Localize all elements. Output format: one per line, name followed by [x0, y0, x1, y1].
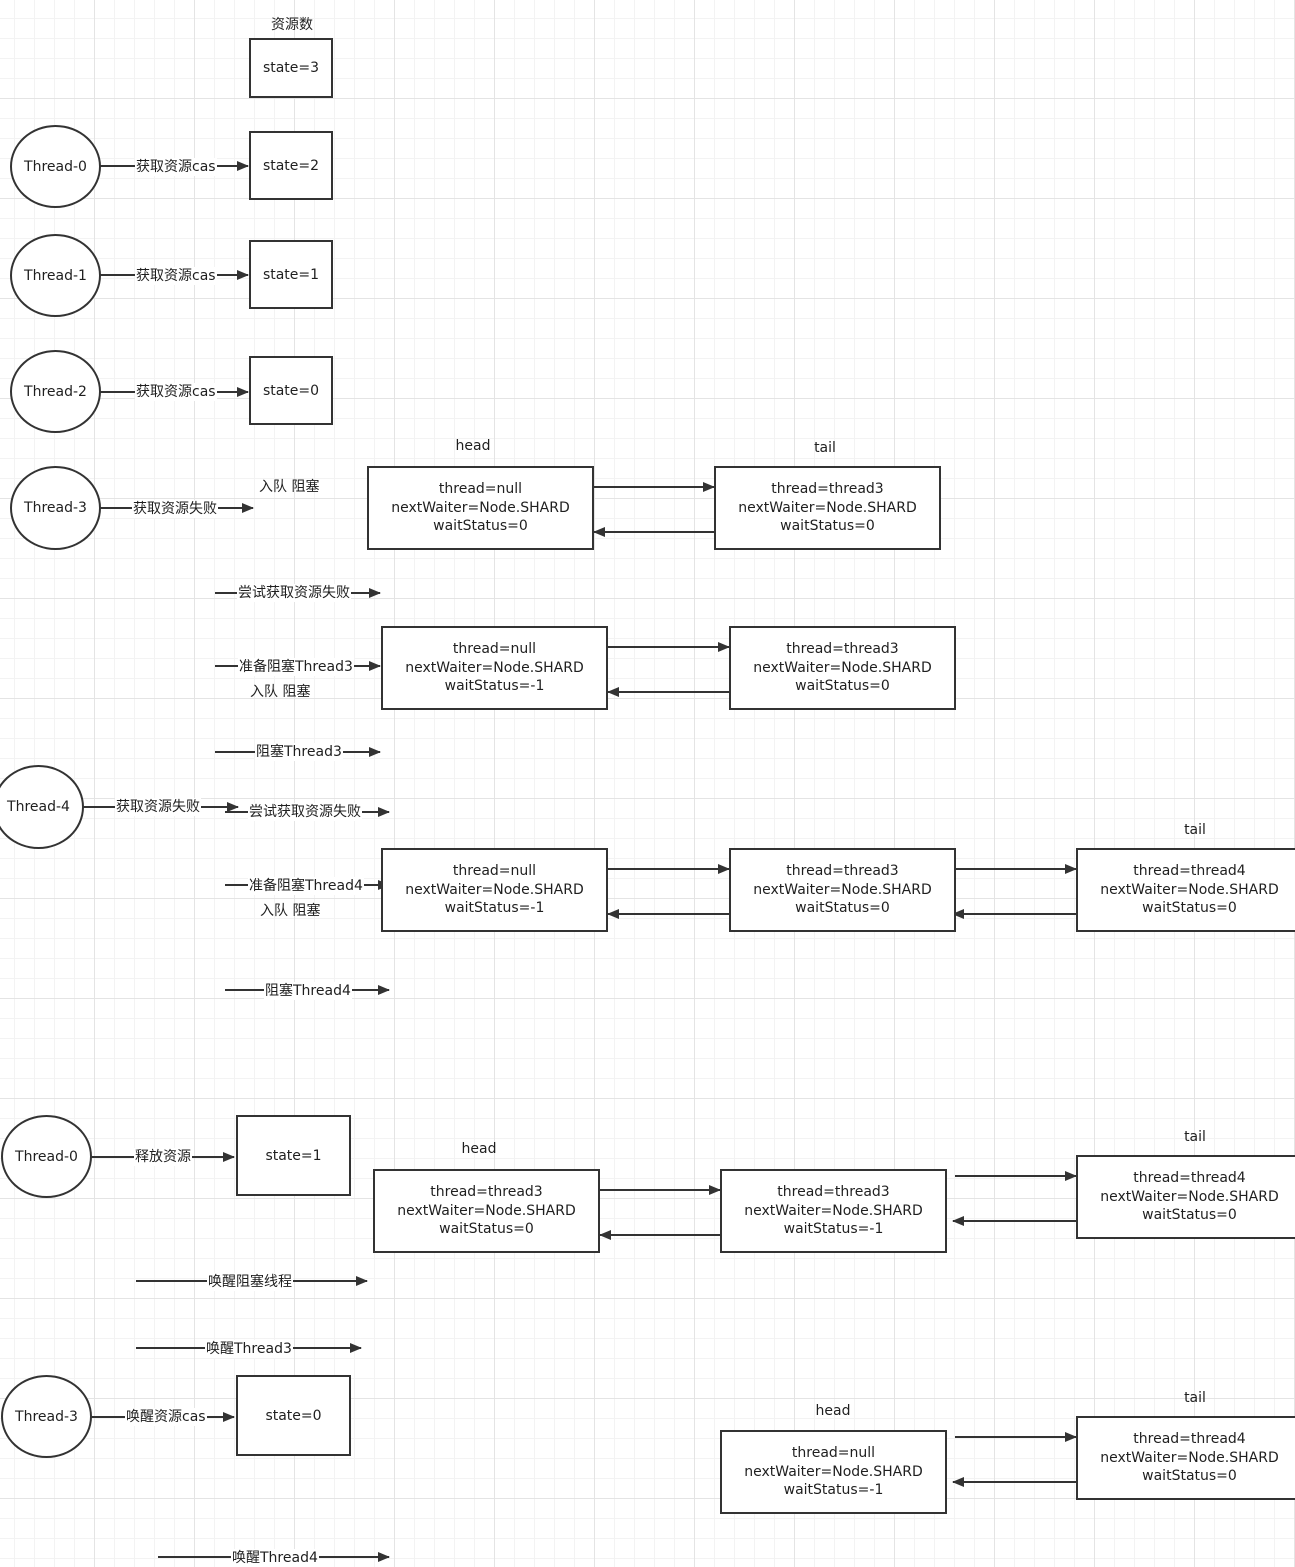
node-wait-status: waitStatus=0	[1142, 900, 1237, 917]
q5-head-label: head	[815, 1403, 851, 1419]
node-thread: thread=null	[438, 481, 523, 498]
resource-count-label: 资源数	[271, 17, 313, 33]
state-box-release: state=1	[236, 1115, 351, 1196]
q2-node-0: thread=null nextWaiter=Node.SHARD waitSt…	[381, 626, 608, 710]
wake-cas-label: 唤醒资源cas	[125, 1408, 207, 1426]
wake-thread3-circle: Thread-3	[1, 1375, 92, 1458]
node-next-waiter: nextWaiter=Node.SHARD	[1100, 881, 1279, 898]
node-wait-status: waitStatus=0	[433, 518, 528, 535]
enqueue-block-3-label: 入队 阻塞	[250, 684, 311, 700]
thread4-fail-label: 获取资源失败	[115, 798, 201, 816]
q5-node-1: thread=thread4 nextWaiter=Node.SHARD wai…	[1076, 1416, 1295, 1500]
state-box-thread2: state=0	[249, 356, 333, 425]
prepare-block-3-label: 准备阻塞Thread3	[238, 658, 354, 676]
try-fail-3-label: 尝试获取资源失败	[237, 584, 351, 602]
q5-node-0: thread=null nextWaiter=Node.SHARD waitSt…	[720, 1430, 947, 1514]
q3-tail-label: tail	[1184, 822, 1206, 838]
node-wait-status: waitStatus=-1	[783, 1482, 884, 1499]
node-wait-status: waitStatus=0	[1142, 1468, 1237, 1485]
node-next-waiter: nextWaiter=Node.SHARD	[1100, 1449, 1279, 1466]
q3-node-0: thread=null nextWaiter=Node.SHARD waitSt…	[381, 848, 608, 932]
node-next-waiter: nextWaiter=Node.SHARD	[1100, 1188, 1279, 1205]
wake-thread3-label: 唤醒Thread3	[205, 1340, 293, 1358]
wake-blocked-label: 唤醒阻塞线程	[207, 1273, 293, 1291]
release-label: 释放资源	[134, 1148, 192, 1166]
state-box-initial: state=3	[249, 38, 333, 98]
thread1-acquire-label: 获取资源cas	[135, 267, 217, 285]
node-next-waiter: nextWaiter=Node.SHARD	[738, 499, 917, 516]
node-thread: thread=null	[791, 1445, 876, 1462]
node-next-waiter: nextWaiter=Node.SHARD	[744, 1202, 923, 1219]
node-thread: thread=thread3	[771, 481, 884, 498]
node-thread: thread=null	[452, 641, 537, 658]
node-wait-status: waitStatus=0	[795, 900, 890, 917]
q1-node-0: thread=null nextWaiter=Node.SHARD waitSt…	[367, 466, 594, 550]
q1-node-1: thread=thread3 nextWaiter=Node.SHARD wai…	[714, 466, 941, 550]
block-4-label: 阻塞Thread4	[264, 982, 352, 1000]
q4-node-1: thread=thread3 nextWaiter=Node.SHARD wai…	[720, 1169, 947, 1253]
q1-head-label: head	[455, 438, 491, 454]
state-box-thread0: state=2	[249, 131, 333, 200]
q4-head-label: head	[461, 1141, 497, 1157]
q4-node-2: thread=thread4 nextWaiter=Node.SHARD wai…	[1076, 1155, 1295, 1239]
node-thread: thread=thread3	[777, 1184, 890, 1201]
thread4-circle: Thread-4	[0, 765, 84, 849]
try-fail-4-label: 尝试获取资源失败	[248, 803, 362, 821]
q3-node-2: thread=thread4 nextWaiter=Node.SHARD wai…	[1076, 848, 1295, 932]
wake-thread4-label: 唤醒Thread4	[231, 1549, 319, 1567]
q5-tail-label: tail	[1184, 1390, 1206, 1406]
thread1-circle: Thread-1	[10, 234, 101, 317]
node-next-waiter: nextWaiter=Node.SHARD	[744, 1463, 923, 1480]
node-next-waiter: nextWaiter=Node.SHARD	[405, 881, 584, 898]
prepare-block-4-label: 准备阻塞Thread4	[248, 877, 364, 895]
node-thread: thread=thread3	[430, 1184, 543, 1201]
node-thread: thread=null	[452, 863, 537, 880]
node-next-waiter: nextWaiter=Node.SHARD	[391, 499, 570, 516]
node-wait-status: waitStatus=0	[1142, 1207, 1237, 1224]
node-wait-status: waitStatus=0	[780, 518, 875, 535]
thread3-enqueue-label: 入队 阻塞	[259, 479, 320, 495]
thread2-acquire-label: 获取资源cas	[135, 383, 217, 401]
node-thread: thread=thread4	[1133, 863, 1246, 880]
node-thread: thread=thread4	[1133, 1170, 1246, 1187]
thread3-fail-label: 获取资源失败	[132, 500, 218, 518]
node-next-waiter: nextWaiter=Node.SHARD	[753, 881, 932, 898]
node-next-waiter: nextWaiter=Node.SHARD	[397, 1202, 576, 1219]
thread3-circle: Thread-3	[10, 466, 101, 550]
node-thread: thread=thread4	[1133, 1431, 1246, 1448]
release-thread0-circle: Thread-0	[1, 1115, 92, 1198]
node-wait-status: waitStatus=-1	[444, 900, 545, 917]
node-wait-status: waitStatus=0	[439, 1221, 534, 1238]
node-thread: thread=thread3	[786, 641, 899, 658]
node-thread: thread=thread3	[786, 863, 899, 880]
state-box-wake: state=0	[236, 1375, 351, 1456]
block-3-label: 阻塞Thread3	[255, 743, 343, 761]
state-box-thread1: state=1	[249, 240, 333, 309]
node-next-waiter: nextWaiter=Node.SHARD	[753, 659, 932, 676]
node-wait-status: waitStatus=0	[795, 678, 890, 695]
thread0-acquire-label: 获取资源cas	[135, 158, 217, 176]
node-wait-status: waitStatus=-1	[783, 1221, 884, 1238]
node-next-waiter: nextWaiter=Node.SHARD	[405, 659, 584, 676]
enqueue-block-4-label: 入队 阻塞	[260, 903, 321, 919]
q2-node-1: thread=thread3 nextWaiter=Node.SHARD wai…	[729, 626, 956, 710]
thread2-circle: Thread-2	[10, 350, 101, 433]
node-wait-status: waitStatus=-1	[444, 678, 545, 695]
q4-node-0: thread=thread3 nextWaiter=Node.SHARD wai…	[373, 1169, 600, 1253]
q1-tail-label: tail	[814, 440, 836, 456]
thread0-circle: Thread-0	[10, 125, 101, 208]
q4-tail-label: tail	[1184, 1129, 1206, 1145]
q3-node-1: thread=thread3 nextWaiter=Node.SHARD wai…	[729, 848, 956, 932]
